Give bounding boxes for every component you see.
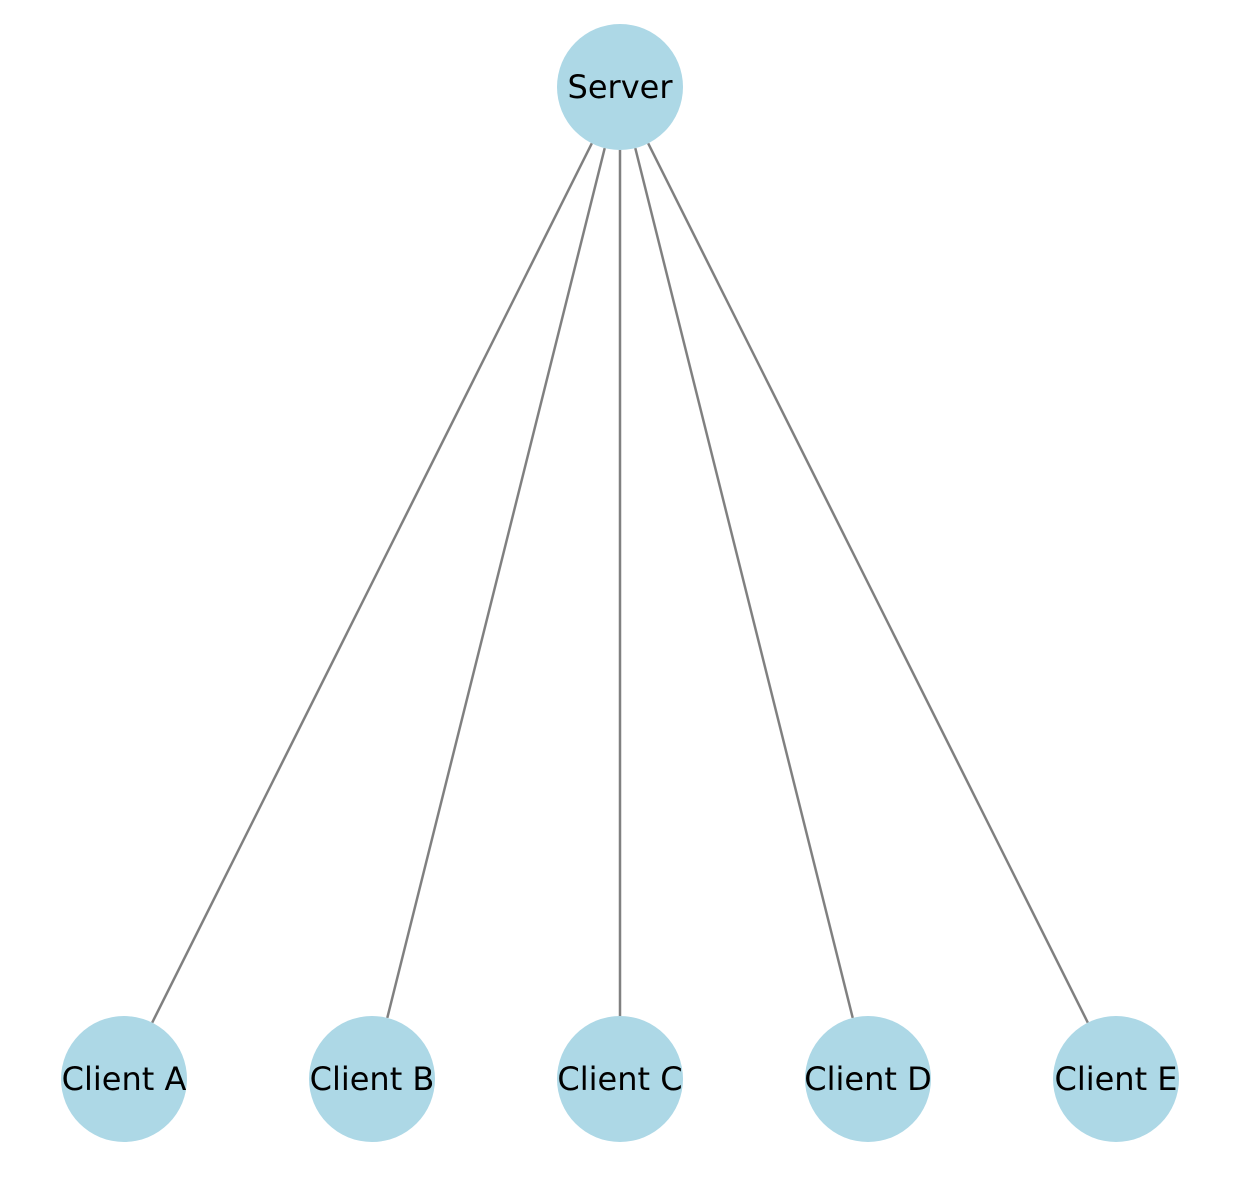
node-client-e: Client E: [1053, 1016, 1179, 1142]
node-circle-client-d: [805, 1016, 931, 1142]
node-client-d: Client D: [804, 1016, 932, 1142]
node-client-c: Client C: [557, 1016, 683, 1142]
node-client-b: Client B: [309, 1016, 435, 1142]
edge-server-client-d: [634, 147, 854, 1019]
edges-layer: [151, 142, 1089, 1024]
node-circle-client-b: [309, 1016, 435, 1142]
node-label-client-a: Client A: [62, 1060, 187, 1098]
node-label-server: Server: [568, 68, 674, 106]
edge-server-client-b: [386, 147, 606, 1019]
node-client-a: Client A: [61, 1016, 187, 1142]
node-circle-client-c: [557, 1016, 683, 1142]
node-label-client-c: Client C: [557, 1060, 682, 1098]
node-label-client-e: Client E: [1054, 1060, 1177, 1098]
edge-server-client-e: [647, 142, 1089, 1024]
edge-server-client-a: [151, 142, 593, 1024]
node-label-client-d: Client D: [804, 1060, 931, 1098]
node-circle-server: [557, 24, 683, 150]
node-server: Server: [557, 24, 683, 150]
node-circle-client-a: [61, 1016, 187, 1142]
node-label-client-b: Client B: [310, 1060, 435, 1098]
node-circle-client-e: [1053, 1016, 1179, 1142]
